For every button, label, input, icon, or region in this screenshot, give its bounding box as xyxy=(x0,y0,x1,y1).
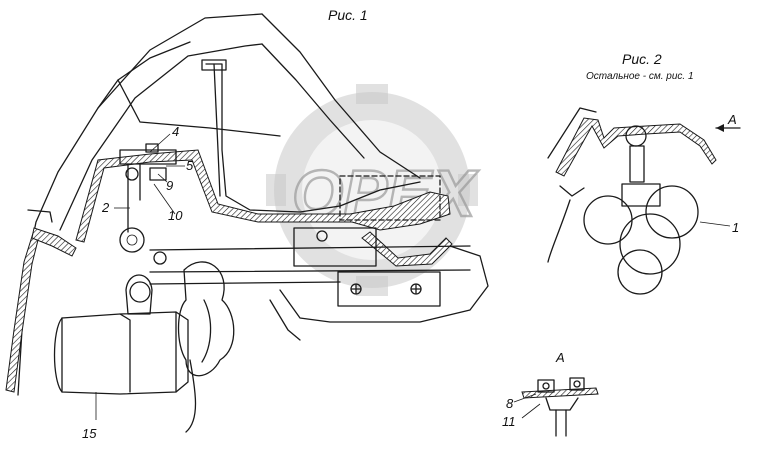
callout-10: 10 xyxy=(168,208,183,223)
leader-9 xyxy=(157,173,168,183)
leader-1 xyxy=(699,221,731,227)
leader-11 xyxy=(521,403,541,419)
figure-2-drawing xyxy=(547,107,741,295)
fan-icon-fig2 xyxy=(583,183,699,295)
horn-assembly xyxy=(53,261,235,433)
callout-11: 11 xyxy=(502,414,516,429)
screw-head-icon xyxy=(410,283,422,295)
leader-4 xyxy=(149,133,171,153)
watermark-logo: ОРЕХ xyxy=(266,84,481,296)
figure-1-drawing xyxy=(5,13,489,433)
callout-5: 5 xyxy=(186,158,194,173)
figure-1-title: Рис. 1 xyxy=(328,7,368,23)
cab-outline xyxy=(17,13,263,396)
roof-line xyxy=(261,13,421,179)
fan-blade-icon xyxy=(177,261,235,377)
view-a-label: A xyxy=(555,350,565,365)
callout-8: 8 xyxy=(506,396,514,411)
view-a-drawing xyxy=(513,377,599,437)
callout-4: 4 xyxy=(172,124,179,139)
cab-inner-outline xyxy=(59,43,263,231)
callout-2: 2 xyxy=(101,200,110,215)
screw-head-icon xyxy=(350,283,362,295)
callout-1: 1 xyxy=(732,220,739,235)
leader-8 xyxy=(513,393,537,403)
leader-10 xyxy=(153,183,176,215)
floor-panel-section xyxy=(75,149,451,243)
view-arrow-label: A xyxy=(727,112,737,127)
figure-2-title: Рис. 2 xyxy=(622,51,662,67)
seal-strip xyxy=(5,229,41,393)
wire-harness xyxy=(205,63,421,213)
callout-15: 15 xyxy=(82,426,97,441)
callout-9: 9 xyxy=(166,178,173,193)
figure-2-subtitle: Остальное - см. рис. 1 xyxy=(586,71,694,82)
bracket-section-fig2 xyxy=(555,117,717,177)
mount-bracket xyxy=(119,149,177,165)
relay-box xyxy=(337,271,441,307)
